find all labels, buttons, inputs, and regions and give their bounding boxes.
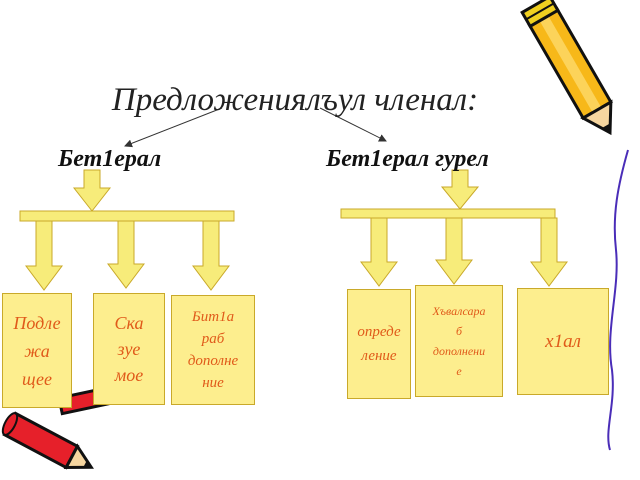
title-arrow-right	[319, 107, 387, 142]
left-box-1: Подле жа щее	[2, 293, 72, 408]
right-box-3-label: х1ал	[545, 330, 581, 352]
right-box-1: опреде ление	[347, 289, 411, 399]
left-box-3: Бит1а раб дополне ние	[171, 295, 255, 405]
right-main-arrow	[440, 169, 480, 210]
diagram-title: Предложениялъул членал:	[111, 82, 479, 118]
left-down-arrow-3	[192, 220, 230, 291]
title-arrow-left	[124, 107, 223, 148]
left-connector	[19, 169, 235, 291]
pencil-icon	[1, 411, 94, 470]
right-connector	[340, 169, 568, 287]
left-box-2: Ска зуе мое	[93, 293, 165, 405]
right-box-2: Хъвалсара б дополнени е	[415, 285, 503, 397]
left-main-arrow	[72, 169, 112, 212]
right-down-arrow-1	[360, 217, 398, 287]
left-bar	[19, 210, 235, 222]
left-down-arrow-1	[25, 220, 63, 291]
right-down-arrow-2	[435, 217, 473, 285]
pencil-icon	[520, 0, 613, 136]
left-box-1-label: Подле жа щее	[13, 312, 61, 389]
right-bar	[340, 208, 556, 219]
right-box-3: х1ал	[517, 288, 609, 395]
left-down-arrow-2	[107, 220, 145, 289]
right-box-2-label: Хъвалсара б дополнени е	[432, 304, 486, 378]
right-box-1-label: опреде ление	[357, 324, 401, 364]
decorative-purple-line	[607, 149, 629, 451]
right-group-heading: Бет1ерал гурел	[326, 146, 489, 172]
left-group-heading: Бет1ерал	[58, 146, 162, 172]
left-box-3-label: Бит1а раб дополне ние	[187, 309, 239, 391]
right-down-arrow-3	[530, 217, 568, 287]
left-box-2-label: Ска зуе мое	[114, 313, 144, 385]
